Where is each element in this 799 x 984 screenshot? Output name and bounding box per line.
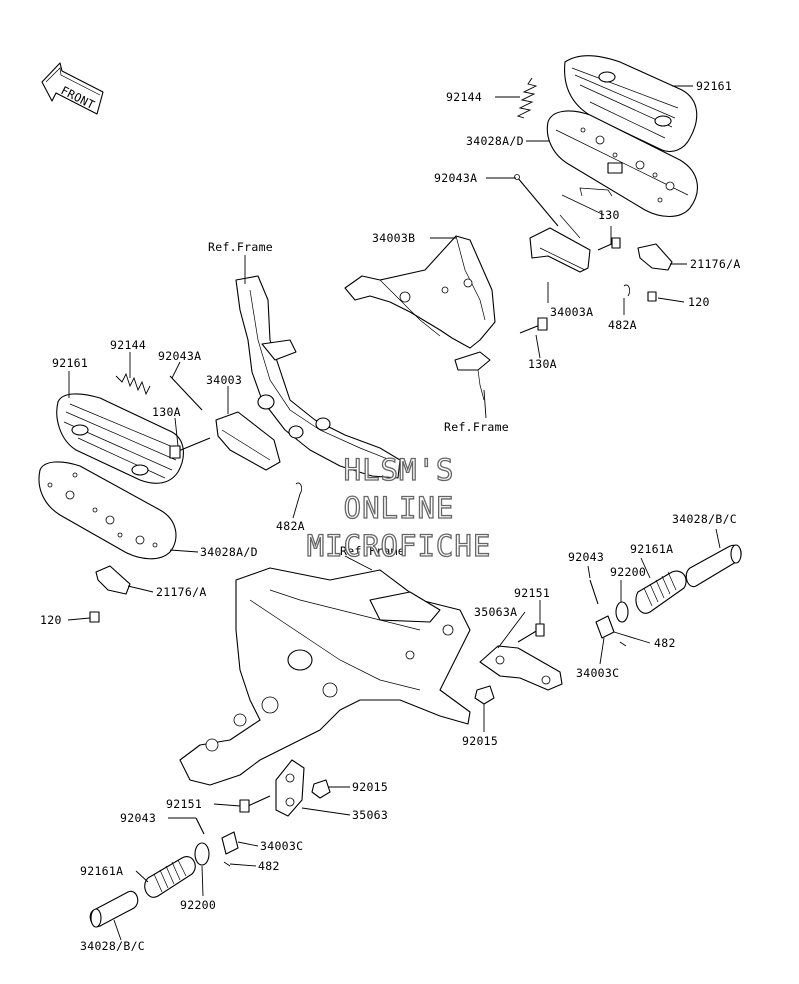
bolt-130-top-icon	[597, 237, 621, 251]
label-34003: 34003	[206, 373, 242, 387]
left-peg-assembly	[89, 759, 331, 928]
label-482a-top: 482A	[608, 318, 637, 332]
label-92161a-right: 92161A	[630, 542, 673, 556]
label-34028ad-left: 34028A/D	[200, 545, 258, 559]
spring-92144-top	[516, 77, 538, 119]
middle-frame-section	[235, 275, 401, 479]
label-92043-bottom: 92043	[120, 811, 156, 825]
washer-92200-right	[615, 601, 629, 623]
label-482-right: 482	[654, 636, 676, 650]
watermark-line-2: ONLINE	[344, 491, 455, 525]
label-35063a: 35063A	[474, 605, 517, 619]
right-peg-assembly	[474, 544, 742, 705]
label-92161-left: 92161	[52, 356, 88, 370]
footpeg-rubber-92161a-right	[635, 570, 687, 614]
label-92161-top: 92161	[696, 79, 732, 93]
label-34028ad-top: 34028A/D	[466, 134, 524, 148]
watermark-line-3: MICROFICHE	[307, 529, 492, 563]
bolt-92151-bottom-icon	[239, 795, 271, 813]
label-21176a-top: 21176/A	[690, 257, 741, 271]
bolt-130a-top-icon	[519, 317, 548, 334]
label-130a-left: 130A	[152, 405, 181, 419]
part-number-labels: 92161 92144 34028A/D 92043A 130 34003B 2…	[40, 79, 741, 953]
leader-lines	[67, 85, 721, 941]
label-92015-right: 92015	[462, 734, 498, 748]
bracket-34003c-right	[595, 615, 615, 639]
label-34003a: 34003A	[550, 305, 593, 319]
footpeg-rubber-92161a-bottom	[144, 856, 196, 898]
label-ref-frame-1: Ref.Frame	[208, 240, 273, 254]
pin-92043-right	[589, 579, 599, 605]
label-34028bc-bottom: 34028/B/C	[80, 939, 145, 953]
nut-92015-right-icon	[474, 685, 495, 705]
label-130-top: 130	[598, 208, 620, 222]
label-92161a-bottom: 92161A	[80, 864, 123, 878]
label-21176a-left: 21176/A	[156, 585, 207, 599]
footpeg-pipe-34028bc-right	[685, 544, 742, 588]
peg-mount-35063	[275, 759, 305, 817]
pin-92043-bottom	[195, 817, 205, 835]
label-92200-right: 92200	[610, 565, 646, 579]
bracket-34003	[215, 411, 281, 471]
label-92043-right: 92043	[568, 550, 604, 564]
label-482-bottom: 482	[258, 859, 280, 873]
label-34028bc-right: 34028/B/C	[672, 512, 737, 526]
label-ref-frame-2: Ref.Frame	[444, 420, 509, 434]
label-92043a-top: 92043A	[434, 171, 477, 185]
washer-92200-bottom	[194, 842, 210, 866]
label-34003c-bottom: 34003C	[260, 839, 303, 853]
label-92151-right: 92151	[514, 586, 550, 600]
top-right-floorboard-assembly	[514, 55, 698, 334]
label-92200-bottom: 92200	[180, 898, 216, 912]
label-92144-left: 92144	[110, 338, 146, 352]
label-120-top: 120	[688, 295, 710, 309]
label-120-left: 120	[40, 613, 62, 627]
label-34003b: 34003B	[372, 231, 415, 245]
label-482a-left: 482A	[276, 519, 305, 533]
label-ref-frame-3: Ref.Frame	[340, 544, 405, 558]
footpeg-pipe-34028bc-bottom	[89, 890, 139, 928]
label-35063: 35063	[352, 808, 388, 822]
watermark-line-1: HLSM'S	[344, 453, 455, 487]
label-92144-top: 92144	[446, 90, 482, 104]
upper-frame-section	[344, 235, 496, 401]
front-arrow-icon: FRONT	[41, 62, 104, 115]
label-34003c-right: 34003C	[576, 666, 619, 680]
peg-mount-35063a	[479, 645, 563, 691]
label-130a-top: 130A	[528, 357, 557, 371]
watermark: HLSM'S ONLINE MICROFICHE	[306, 452, 492, 563]
bracket-21176a-top	[637, 243, 673, 271]
bracket-34003a	[529, 227, 591, 273]
floorboard-rubber-pad	[564, 55, 698, 153]
nut-92015-bottom-icon	[311, 779, 331, 799]
left-floorboard-assembly	[38, 372, 303, 623]
floorboard-plate-left	[38, 461, 177, 560]
lower-frame-section	[179, 567, 471, 786]
label-92151-bottom: 92151	[166, 797, 202, 811]
bolt-92151-right-icon	[517, 623, 545, 643]
label-92015-bottom: 92015	[352, 780, 388, 794]
label-92043a-left: 92043A	[158, 349, 201, 363]
